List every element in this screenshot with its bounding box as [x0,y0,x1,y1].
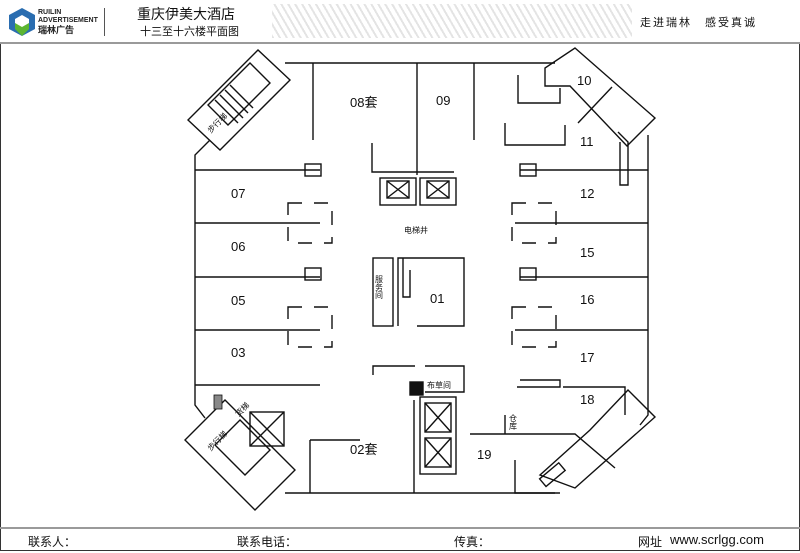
room-11: 11 [580,134,594,149]
website-link[interactable]: www.scrlgg.com [670,532,764,547]
page-title: 重庆伊美大酒店 [137,7,235,23]
stairs-top-left [186,49,292,151]
service-room-label: 服务间 [375,275,384,300]
center-core [372,257,465,327]
header-pattern [272,4,632,38]
room-07: 07 [231,186,245,201]
room-08: 08套 [350,95,377,110]
page-subtitle: 十三至十六楼平面图 [140,25,239,38]
ruilin-logo-icon [9,8,35,36]
logo-en2: ADVERTISEMENT [38,17,98,24]
logo-cn: 瑞林广告 [38,25,75,35]
bathroom-fixtures [287,163,557,348]
room-03: 03 [231,345,245,360]
stairs-bottom-left [184,394,296,511]
room-19: 19 [477,447,491,462]
header: RUILIN ADVERTISEMENT 瑞林广告 重庆伊美大酒店 十三至十六楼… [0,0,800,44]
room-dividers [195,63,648,493]
linen-room-label: 布草间 [427,380,451,390]
phone-label: 联系电话： [237,535,298,549]
elevators-bottom [372,365,465,475]
floor-plan: 08套 09 10 11 12 07 06 15 05 16 01 03 17 … [184,47,657,511]
elevators-top [379,177,457,206]
room-06: 06 [231,239,245,254]
corner-bottom-right [470,379,657,494]
room-10: 10 [577,73,591,88]
storage-label: 仓库 [509,413,518,431]
room-12: 12 [580,186,594,201]
stairs-label-bottom: 步行梯 [205,429,229,453]
website-label: 网址 [638,535,663,549]
elevator-shaft-label: 电梯井 [404,225,428,235]
room-17: 17 [580,350,594,365]
room-16: 16 [580,292,594,307]
slogan: 走进瑞林 感受真诚 [640,16,757,29]
room-05: 05 [231,293,245,308]
footer: 联系人： 联系电话： 传真： 网址 www.scrlgg.com [0,527,800,553]
room-15: 15 [580,245,594,260]
fax-label: 传真： [454,535,491,549]
outer-walls [194,62,649,494]
freight-elevator-label: 货梯 [233,400,251,418]
room-01: 01 [430,291,444,306]
logo-en1: RUILIN [38,9,62,16]
room-18: 18 [580,392,594,407]
room-09: 09 [436,93,450,108]
logo-divider [104,8,105,36]
contact-label: 联系人： [28,535,77,549]
logo-text: RUILIN ADVERTISEMENT 瑞林广告 [38,9,98,35]
room-02: 02套 [350,442,377,457]
